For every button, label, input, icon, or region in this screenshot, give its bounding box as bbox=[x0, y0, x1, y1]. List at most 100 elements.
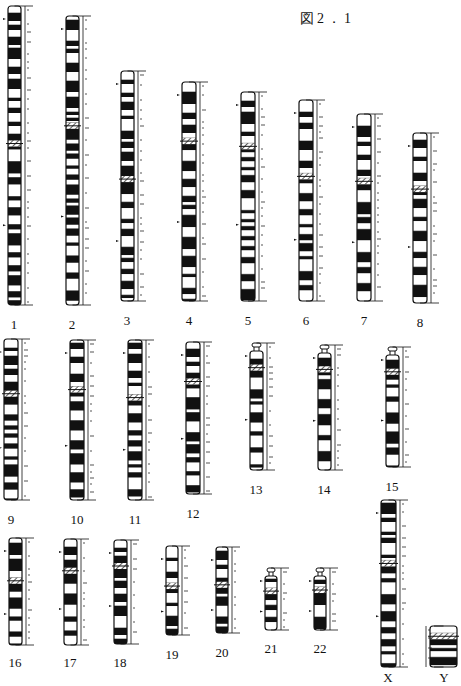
scale-dot bbox=[377, 252, 378, 253]
scale-dot bbox=[142, 125, 143, 126]
band bbox=[8, 6, 21, 13]
arm-mark bbox=[3, 224, 6, 226]
scale-dot bbox=[433, 285, 434, 286]
band bbox=[430, 626, 457, 633]
chromosome-outline bbox=[265, 576, 277, 630]
scale-dot bbox=[206, 424, 207, 425]
band bbox=[166, 593, 178, 603]
band bbox=[9, 571, 22, 578]
scale-tick bbox=[73, 305, 92, 306]
band bbox=[70, 431, 84, 441]
band bbox=[381, 566, 396, 573]
band bbox=[114, 616, 127, 628]
scale-dot bbox=[26, 425, 27, 426]
band bbox=[66, 159, 79, 166]
band bbox=[186, 366, 200, 373]
scale-dot bbox=[433, 163, 434, 164]
scale-line bbox=[25, 6, 26, 305]
scale-dot bbox=[142, 230, 143, 231]
scale-tick bbox=[248, 92, 267, 93]
band bbox=[121, 148, 134, 152]
scale-dot bbox=[140, 118, 141, 119]
band bbox=[413, 221, 427, 231]
band bbox=[8, 286, 21, 292]
band bbox=[8, 208, 21, 216]
scale-dot bbox=[319, 116, 320, 117]
scale-tick bbox=[222, 547, 240, 548]
scale-dot bbox=[261, 134, 262, 135]
arm-mark bbox=[116, 83, 119, 85]
band bbox=[250, 399, 263, 402]
bands bbox=[413, 133, 427, 303]
scale-tick bbox=[434, 667, 444, 668]
scale-dot bbox=[269, 456, 270, 457]
band bbox=[121, 247, 134, 255]
scale-dot bbox=[184, 577, 185, 578]
band bbox=[4, 460, 18, 465]
scale-dot bbox=[87, 127, 88, 128]
band bbox=[241, 213, 255, 219]
scale-dot bbox=[24, 465, 25, 466]
centromere-mark bbox=[239, 146, 257, 147]
band bbox=[66, 81, 79, 92]
scale-dot bbox=[24, 349, 25, 350]
scale-dot bbox=[379, 125, 380, 126]
band bbox=[216, 624, 228, 627]
scale-dot bbox=[29, 77, 30, 78]
band bbox=[66, 53, 79, 63]
band bbox=[357, 223, 371, 229]
chromosome-outline bbox=[9, 538, 22, 645]
scale-dot bbox=[148, 449, 149, 450]
chromosome-number: 6 bbox=[303, 314, 310, 327]
scale-dot bbox=[186, 627, 187, 628]
band bbox=[381, 627, 396, 633]
scale-dot bbox=[263, 225, 264, 226]
band bbox=[8, 113, 21, 122]
band bbox=[128, 414, 142, 423]
bands bbox=[64, 539, 77, 645]
chromosome-outline bbox=[413, 133, 427, 303]
scale-dot bbox=[27, 216, 28, 217]
chromosome-outline bbox=[166, 546, 178, 635]
band bbox=[64, 584, 77, 594]
scale-dot bbox=[433, 254, 434, 255]
band bbox=[121, 93, 134, 97]
centromere-mark bbox=[180, 141, 198, 142]
chromosome-outline bbox=[8, 6, 21, 305]
scale-dot bbox=[24, 368, 25, 369]
band bbox=[357, 283, 371, 291]
band bbox=[186, 458, 200, 463]
band bbox=[216, 597, 228, 606]
band bbox=[66, 108, 79, 112]
band bbox=[386, 375, 399, 380]
scale-tick bbox=[121, 540, 140, 541]
scale-dot bbox=[263, 281, 264, 282]
scale-dot bbox=[27, 160, 28, 161]
band bbox=[9, 617, 22, 621]
chromosome-outline bbox=[182, 82, 196, 301]
arm-mark bbox=[408, 246, 411, 248]
band bbox=[8, 201, 21, 208]
band bbox=[381, 538, 396, 543]
band bbox=[166, 626, 178, 629]
band bbox=[357, 146, 371, 155]
band bbox=[66, 195, 79, 199]
scale-dot bbox=[319, 282, 320, 283]
band bbox=[241, 175, 255, 182]
scale-dot bbox=[269, 445, 270, 446]
band bbox=[8, 79, 21, 89]
scale-dot bbox=[283, 598, 284, 599]
band bbox=[381, 555, 396, 558]
scale-dot bbox=[135, 568, 136, 569]
band bbox=[381, 611, 396, 621]
scale-dot bbox=[206, 462, 207, 463]
scale-dot bbox=[85, 582, 86, 583]
band bbox=[4, 426, 18, 430]
scale-dot bbox=[27, 175, 28, 176]
scale-dot bbox=[332, 571, 333, 572]
band bbox=[4, 438, 18, 444]
arm-mark bbox=[177, 221, 180, 223]
scale-dot bbox=[27, 122, 28, 123]
band bbox=[114, 628, 127, 635]
scale-tick bbox=[77, 340, 96, 341]
